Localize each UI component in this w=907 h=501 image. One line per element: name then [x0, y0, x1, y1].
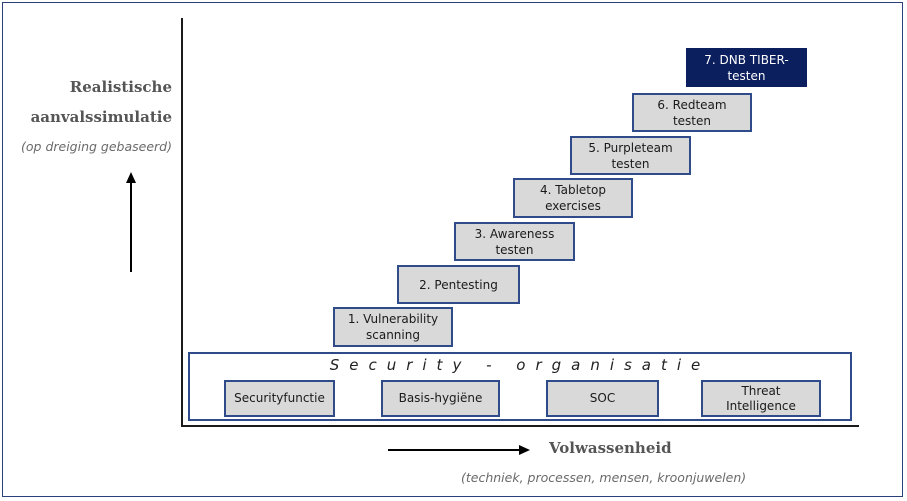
right-arrow-icon [388, 445, 530, 455]
step-redteam-testen: 6. Redteam testen [632, 93, 752, 132]
org-item-threat-intelligence: Threat Intelligence [701, 380, 821, 417]
step-vulnerability-scanning: 1. Vulnerability scanning [333, 307, 453, 347]
step-pentesting: 2. Pentesting [397, 265, 520, 304]
y-axis-title-line2: aanvalssimulatie [30, 108, 172, 126]
up-arrow-icon [126, 172, 136, 272]
step-purpleteam-testen: 5. Purpleteam testen [570, 136, 691, 175]
step-tabletop-exercises: 4. Tabletop exercises [513, 178, 633, 218]
security-organisation-title: Security - organisatie [329, 356, 711, 374]
org-item-soc: SOC [546, 380, 659, 417]
y-axis-line [181, 18, 183, 427]
x-axis-line [181, 425, 859, 427]
step-awareness-testen: 3. Awareness testen [454, 222, 575, 261]
x-axis-subtitle: (techniek, processen, mensen, kroonjuwel… [461, 470, 747, 485]
security-organisation-box: Security - organisatie Securityfunctie B… [188, 352, 852, 421]
step-dnb-tiber-testen: 7. DNB TIBER- testen [686, 48, 807, 87]
org-item-securityfunctie: Securityfunctie [224, 380, 335, 417]
y-axis-subtitle: (op dreiging gebaseerd) [21, 139, 172, 154]
y-axis-title-line1: Realistische [69, 78, 172, 96]
org-item-basis-hygiene: Basis-hygiëne [381, 380, 500, 417]
x-axis-title: Volwassenheid [549, 439, 672, 457]
